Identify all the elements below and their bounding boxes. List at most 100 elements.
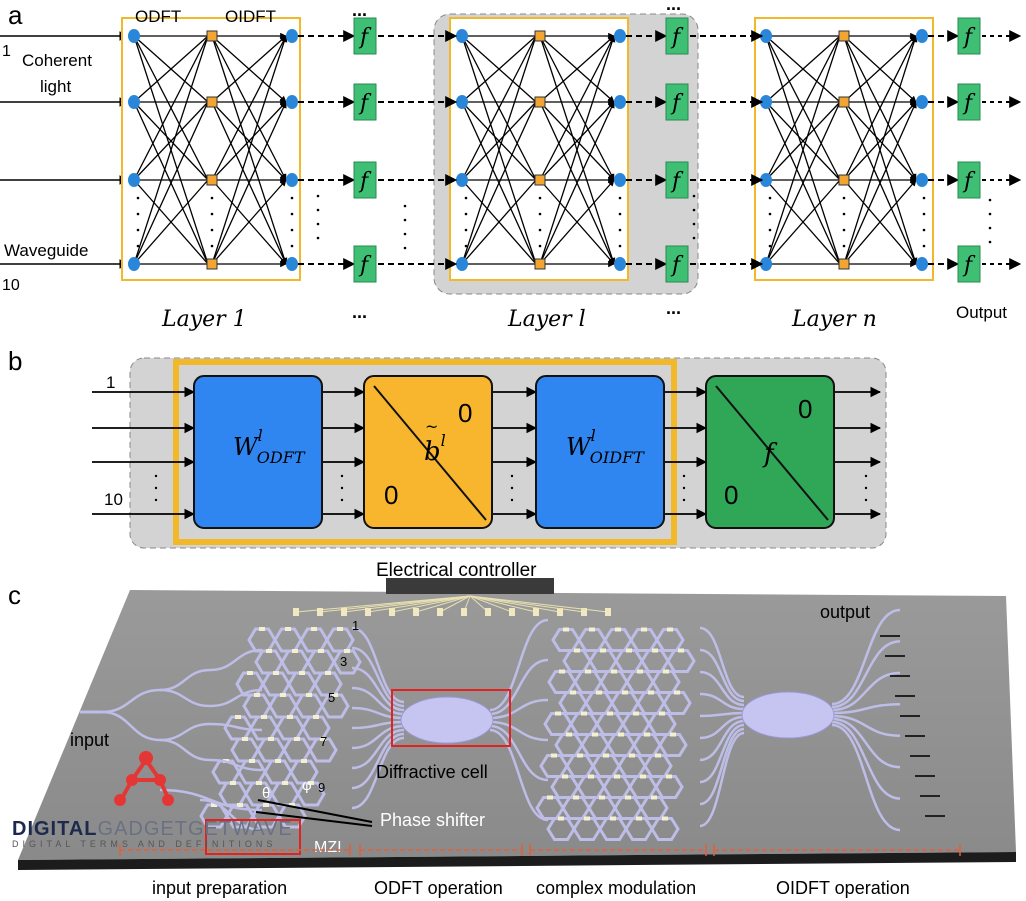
phase-shifter-pad [674,690,680,695]
ellipsis-dot [842,228,846,232]
ellipsis-dot [768,196,772,200]
phase-shifter-pad [633,711,639,716]
output-node [286,257,298,271]
oidft-connection [211,35,288,265]
ellipsis-dot [154,486,158,490]
oidft-connection [539,35,616,265]
odft-connection [461,35,537,181]
stage-complex-modulation: complex modulation [536,878,696,898]
ellipsis-dot [290,212,294,216]
oidft-connection [539,35,615,103]
phase-shifter-pad [254,693,260,697]
phase-shifter-pad [294,737,300,741]
stage-oidft-operation: OIDFT operation [776,878,910,898]
electrode-pads [293,595,611,616]
odft-fan-out [489,698,549,720]
activation-box [665,83,689,121]
activation-box [353,161,377,199]
phase-shifter-pad [626,648,632,653]
odft-connection [133,179,209,265]
diffractive-cell-highlight [391,689,511,747]
mzi-hexagon [639,796,669,820]
phase-shifter-pad [618,732,624,737]
ellipsis-dot [692,222,696,226]
oidft-fan-out [831,720,901,800]
electrode-pad [413,608,419,616]
output-node [614,95,626,109]
phase-shifter-pad [289,803,295,807]
oidft-connection [211,35,287,103]
oidft-connection [539,101,615,181]
coherent-light-label-1: Coherent [22,51,92,70]
electrode-wire [439,595,471,613]
oidft-connection [843,35,917,181]
output-node [916,173,928,187]
phase-shifter-pad [563,627,569,632]
oidft-connection [211,35,287,181]
phase-shifter-pad [629,753,635,758]
ellipsis-dot [538,228,542,232]
phase-shifter-pad [555,711,561,716]
layer-1-label: Layer 1 [161,307,247,332]
activation-box [353,83,377,121]
ellipsis-dot [922,228,926,232]
ellipsis-dot [464,196,468,200]
layer-l-label: Layer l [507,307,586,332]
phase-shifter-pad [299,671,305,675]
oidft-fan-in [699,723,745,784]
odft-fan-in [351,720,405,730]
phase-shifter-pad [636,816,642,821]
output-node [286,95,298,109]
electrode-pad [389,608,395,616]
phase-shifter-pad [275,759,281,763]
ellipsis-dot [842,212,846,216]
electrode-wire [469,595,609,613]
ellipsis-dot [538,196,542,200]
odft-fan-out [489,724,549,782]
phase-shifter-pad [313,715,319,719]
phase-shifter-pad [235,715,241,719]
electrode-pad [461,608,467,616]
phase-shifter-pad [614,774,620,779]
ellipsis-dot [464,228,468,232]
phase-shifter-pad [301,759,307,763]
odft-fan-in [351,732,405,790]
odft-connection [461,179,537,265]
phase-shifter-pad [230,781,236,785]
ellipsis-dot [922,212,926,216]
mzi-highlight [205,819,301,855]
layer-n-label: Layer n [791,307,877,332]
oidft-fan-out [831,717,901,769]
chip-surface [18,590,1016,860]
oidft-fan-out [831,671,901,712]
oidft-connection [539,35,615,181]
phase-shifter-pad [332,693,338,697]
phase-shifter-pad [652,648,658,653]
f-zero-bottom: 0 [724,480,738,510]
oidft-fan-in [699,648,745,703]
oidft-fan-out [831,703,901,715]
mzi-hexagon [655,628,685,652]
phase-shifter-pad [318,649,324,653]
mzi-hexagon [662,691,692,715]
activation-box [957,161,981,199]
ellipsis-dot [618,228,622,232]
panel-b-wires [92,386,882,520]
bias-square [206,258,218,270]
odft-fan-in [351,724,405,750]
electrode-wire [367,595,471,613]
input-node [456,95,468,109]
ellipsis-dot [618,244,622,248]
ellipsis-dot [692,236,696,240]
input-10-label: 10 [2,277,20,294]
ellipsis-dot [510,486,514,490]
odft-connection [765,179,841,265]
input-node [128,173,140,187]
odft-fan-out [489,618,549,712]
input-node [456,257,468,271]
phase-shifter-pad [562,774,568,779]
ellipsis-dot [136,196,140,200]
ellipsis-dot [210,244,214,248]
phase-shifter-pad [584,816,590,821]
electrical-controller-label: Electrical controller [376,560,537,581]
